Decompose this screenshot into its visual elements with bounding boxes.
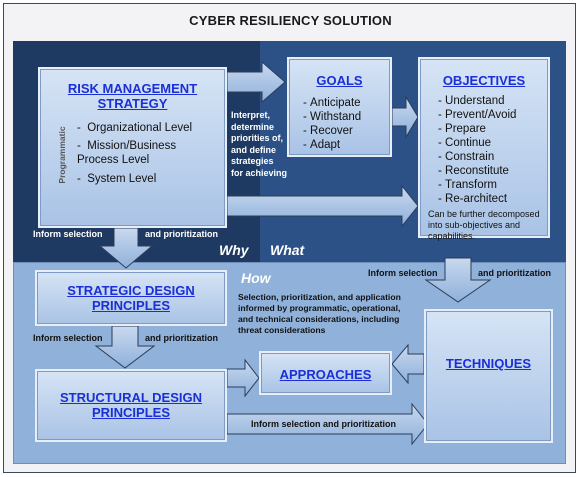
arrow-rms-to-strategic <box>98 227 154 269</box>
inform-label-right-a: Inform selection <box>368 268 438 278</box>
objective-item: - Continue <box>438 137 492 149</box>
goals-box: GOALS - Anticipate - Withstand - Recover… <box>287 57 392 157</box>
strategic-design-title[interactable]: STRATEGIC DESIGN PRINCIPLES <box>67 283 195 313</box>
structural-design-box: STRUCTURAL DESIGN PRINCIPLES <box>35 369 227 442</box>
risk-management-box: RISK MANAGEMENT STRATEGY <box>38 67 227 228</box>
rms-item-mission: - Mission/Business Process Level <box>77 140 177 166</box>
how-label: How <box>241 270 271 286</box>
goals-title[interactable]: GOALS <box>316 73 363 88</box>
arrow-structural-to-approaches <box>226 358 260 398</box>
arrow-structural-to-techniques <box>226 402 429 446</box>
structural-design-title[interactable]: STRUCTURAL DESIGN PRINCIPLES <box>59 390 203 420</box>
rms-item-system: - System Level <box>77 173 157 185</box>
objectives-title[interactable]: OBJECTIVES <box>442 73 526 88</box>
goal-item: - Anticipate <box>303 97 361 109</box>
objective-item: - Constrain <box>438 151 495 163</box>
inform-label-left-a: Inform selection <box>33 229 103 239</box>
inform-label-left-b: and prioritization <box>145 229 218 239</box>
techniques-box: TECHNIQUES <box>424 309 553 443</box>
goal-item: - Withstand <box>303 111 362 123</box>
how-text: Selection, prioritization, and applicati… <box>238 292 401 335</box>
inform-label-right-b: and prioritization <box>478 268 551 278</box>
objectives-box: OBJECTIVES - Understand - Prevent/Avoid … <box>418 57 550 241</box>
risk-management-title[interactable]: RISK MANAGEMENT STRATEGY <box>67 81 198 111</box>
goal-item: - Adapt <box>303 139 341 151</box>
arrow-objectives-to-techniques <box>424 257 492 303</box>
objective-item: - Understand <box>438 95 505 107</box>
objectives-note: Can be further decomposed into sub-objec… <box>428 209 540 241</box>
arrow-rms-to-objectives <box>226 184 419 228</box>
rms-item-organizational: - Organizational Level <box>77 122 193 134</box>
approaches-title[interactable]: APPROACHES <box>279 367 372 382</box>
inform-label-strategic-b: and prioritization <box>145 333 218 343</box>
arrow-techniques-to-approaches <box>391 343 425 385</box>
objective-item: - Reconstitute <box>438 165 509 177</box>
inform-label-bottom: Inform selection and prioritization <box>251 419 397 429</box>
arrow-strategic-to-structural <box>94 325 156 369</box>
objective-item: - Transform <box>438 179 498 191</box>
programmatic-label: Programmatic <box>57 126 67 184</box>
approaches-box: APPROACHES <box>259 351 392 395</box>
techniques-title[interactable]: TECHNIQUES <box>445 356 532 371</box>
objective-item: - Prepare <box>438 123 486 135</box>
arrow-rms-to-goals <box>226 60 286 104</box>
inform-label-strategic-a: Inform selection <box>33 333 103 343</box>
strategic-design-box: STRATEGIC DESIGN PRINCIPLES <box>35 270 227 326</box>
arrow-goals-to-objectives <box>391 95 419 139</box>
objective-item: - Re-architect <box>438 193 508 205</box>
goal-item: - Recover <box>303 125 353 137</box>
what-label: What <box>270 242 305 258</box>
why-label: Why <box>219 242 249 258</box>
interpret-text: Interpret, determine priorities of, and … <box>231 110 288 178</box>
objective-item: - Prevent/Avoid <box>438 109 517 121</box>
diagram-title: CYBER RESILIENCY SOLUTION <box>189 13 392 28</box>
